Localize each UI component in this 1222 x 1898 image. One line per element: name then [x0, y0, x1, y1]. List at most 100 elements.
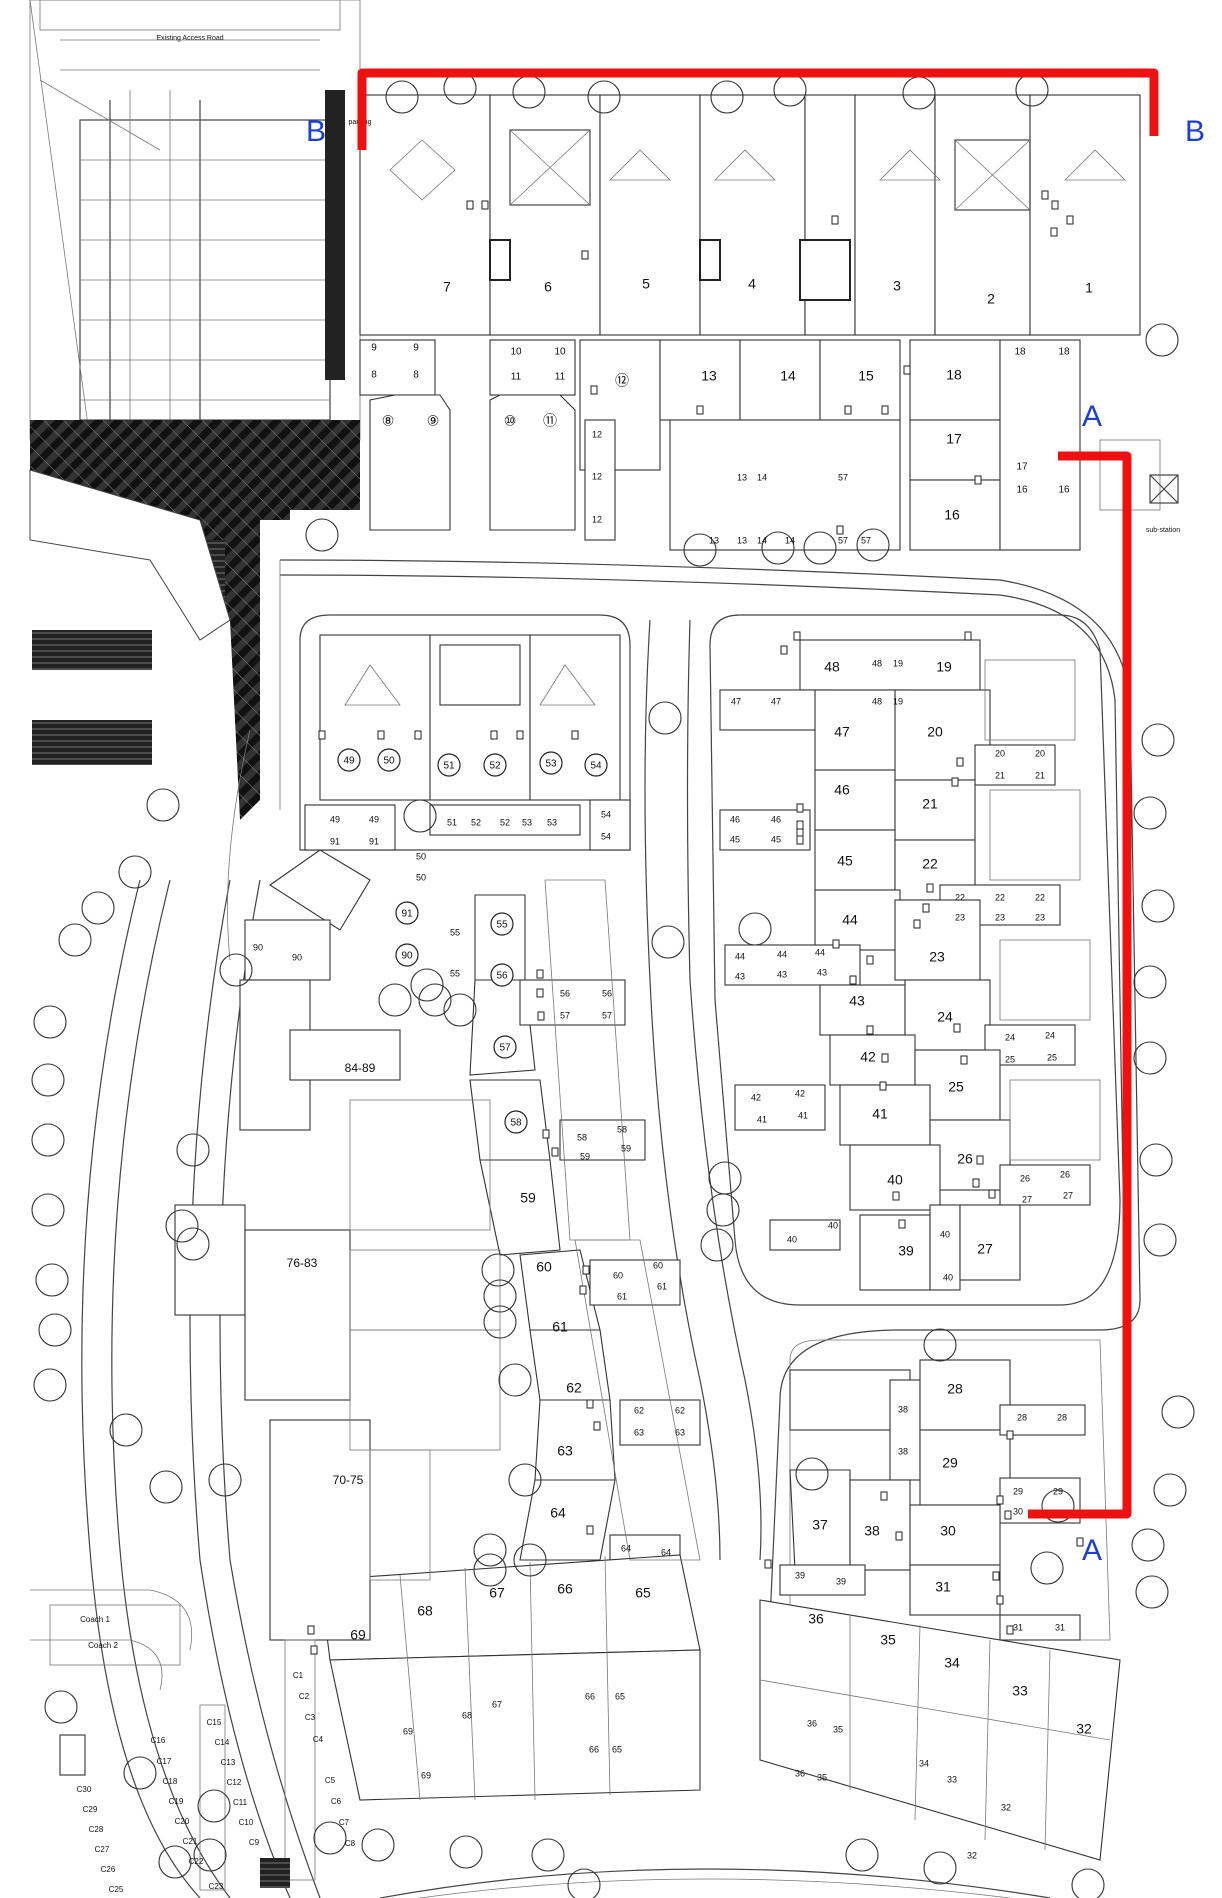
plot-number: 20 [995, 748, 1005, 758]
circled-plot-text: 54 [590, 761, 602, 772]
plot-number: 40 [943, 1272, 953, 1282]
plot-number: C13 [221, 1758, 236, 1767]
unit-marker [1006, 1430, 1014, 1440]
plot-number: 30 [1013, 1506, 1023, 1516]
plot-number: 43 [735, 971, 745, 981]
unit-marker [879, 1081, 887, 1091]
plot-number: 10 [554, 347, 566, 358]
unit-marker [903, 365, 911, 375]
circled-plot-text: 55 [496, 920, 508, 931]
section-letter-a-top: A [1082, 400, 1102, 433]
tree-symbol [146, 788, 180, 822]
plot-number: 31 [935, 1579, 951, 1595]
plot-number: 12 [592, 429, 602, 439]
unit-marker [898, 1219, 906, 1229]
plot-number: 35 [880, 1632, 896, 1648]
plot-number: 23 [929, 949, 945, 965]
plot-number: 1 [1085, 280, 1093, 296]
plot-number: C23 [209, 1882, 224, 1891]
plot-number: 21 [922, 796, 938, 812]
plot-number: 34 [944, 1655, 960, 1671]
plot-number: 38 [864, 1523, 880, 1539]
circled-plot-text: 53 [545, 759, 557, 770]
unit-marker [1006, 1625, 1014, 1635]
unit-marker [1051, 200, 1059, 210]
plot-number: 46 [730, 814, 740, 824]
plot-number: 20 [927, 724, 943, 740]
unit-marker [953, 1023, 961, 1033]
unit-marker [582, 1265, 590, 1275]
plot-number: 11 [555, 372, 566, 383]
plot-number: ⑨ [427, 413, 440, 429]
plot-number: 41 [872, 1106, 888, 1122]
plot-number: ⑪ [543, 413, 557, 429]
trees [31, 71, 1195, 1898]
plot-number: 22 [955, 892, 965, 902]
plot-number: 42 [860, 1049, 876, 1065]
plot-number: 64 [621, 1543, 631, 1553]
plot-number: C10 [239, 1818, 254, 1827]
plot-number: 24 [1045, 1030, 1055, 1040]
tree-symbol [1041, 1489, 1075, 1523]
section-letter-b-right: B [1185, 115, 1205, 148]
circled-plot-text: 57 [499, 1043, 511, 1054]
tree-symbol [1145, 323, 1179, 357]
plot-number: 27 [977, 1241, 993, 1257]
unit-marker [951, 777, 959, 787]
plot-number: 16 [1016, 485, 1028, 496]
plot-number: C20 [175, 1817, 190, 1826]
plot-number: 39 [836, 1576, 846, 1586]
plot-number: 9 [371, 343, 377, 354]
unit-marker [1041, 190, 1049, 200]
tree-symbol [385, 80, 419, 114]
circled-plot-number: 54 [584, 753, 608, 777]
plot-number: 15 [858, 368, 874, 384]
circled-plot-text: 91 [401, 909, 413, 920]
plot-number: C5 [325, 1776, 336, 1785]
plot-number: 66 [557, 1581, 573, 1597]
plot-number: 12 [592, 471, 602, 481]
unit-marker [832, 939, 840, 949]
block-outlines [299, 614, 1121, 1641]
tree-symbol [651, 925, 685, 959]
plot-number: 58 [577, 1132, 587, 1142]
plot-circle-marker [539, 751, 563, 775]
plot-number: C16 [151, 1736, 166, 1745]
tree-symbol [305, 518, 339, 552]
top-row-houses [359, 94, 1141, 336]
tree-symbol [1161, 1395, 1195, 1429]
tree-symbol [1141, 889, 1175, 923]
unit-marker [537, 1011, 545, 1021]
plot-number: 44 [815, 947, 825, 957]
plot-number: C9 [249, 1838, 260, 1847]
plot-number: 2 [987, 291, 995, 307]
plot-number: 65 [612, 1744, 622, 1754]
plot-number: 8 [371, 370, 377, 381]
unit-marker [960, 1055, 968, 1065]
tree-symbol [313, 1821, 347, 1855]
tree-symbol [473, 1553, 507, 1587]
plot-number: 42 [795, 1088, 805, 1098]
tree-symbol [483, 1305, 517, 1339]
plot-number: C26 [101, 1865, 116, 1874]
unit-marker [895, 1531, 903, 1541]
tree-symbol [710, 80, 744, 114]
plot-number: 5 [642, 276, 650, 292]
plot-number: 45 [771, 834, 781, 844]
paved-areas [29, 420, 360, 820]
plot-number: 49 [330, 814, 340, 824]
coach-1-label: Coach 1 [80, 1615, 110, 1624]
plot-number: 52 [471, 817, 481, 827]
block-70-75-label: 70-75 [333, 1473, 364, 1487]
tree-symbol [845, 1838, 879, 1872]
circled-plot-number: 91 [395, 901, 419, 925]
plot-number: 18 [1058, 347, 1070, 358]
tree-symbol [443, 993, 477, 1027]
unit-marker [992, 1571, 1000, 1581]
plot-number: C21 [183, 1837, 198, 1846]
plot-number: 8 [413, 370, 419, 381]
plot-number: 26 [1060, 1169, 1070, 1179]
tree-symbol [208, 1463, 242, 1497]
tree-symbol [761, 531, 795, 565]
